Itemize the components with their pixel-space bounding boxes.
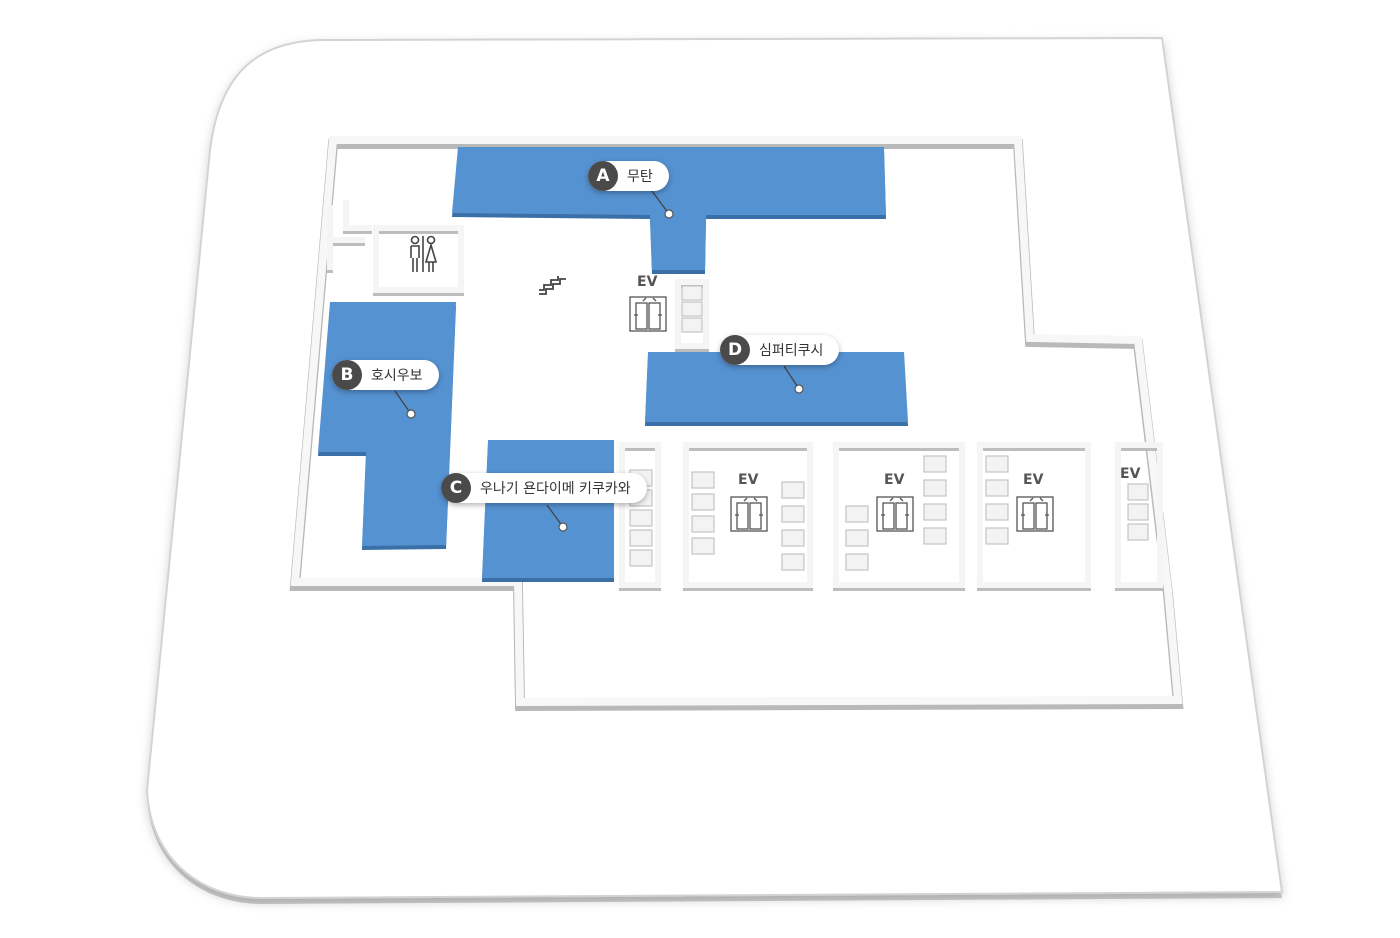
store-name: 우나기 욘다이메 키쿠카와 [480,481,631,497]
store-area-c[interactable] [482,440,614,582]
elevator-label: EV [637,274,658,290]
pin-dot-c [558,522,568,532]
store-letter-badge: C [441,473,471,503]
store-letter-badge: A [588,161,618,191]
store-name: 무탄 [627,169,653,185]
store-label-c[interactable]: C 우나기 욘다이메 키쿠카와 [441,473,647,503]
restroom-icon [410,235,438,272]
elevator-label: EV [1120,466,1141,482]
store-letter-badge: D [720,335,750,365]
store-letter-badge: B [332,360,362,390]
store-label-a[interactable]: A 무탄 [588,161,669,191]
interior-walls [327,200,1163,591]
store-name: 호시우보 [371,368,423,384]
elevator-icons [629,296,1054,532]
elevator-label: EV [884,472,905,488]
elevator-icon [1016,496,1054,532]
elevator-icon [876,496,914,532]
store-area-d[interactable] [645,352,908,426]
seating-blocks [629,285,1149,571]
elevator-icon [730,496,768,532]
stairs-icon [539,276,566,295]
pin-dot-a [664,209,674,219]
store-name: 심퍼티쿠시 [759,343,824,359]
store-label-b[interactable]: B 호시우보 [332,360,439,390]
elevator-label: EV [1023,472,1044,488]
pin-dot-b [406,409,416,419]
pin-dots [406,209,804,532]
elevator-label: EV [738,472,759,488]
store-label-d[interactable]: D 심퍼티쿠시 [720,335,840,365]
elevator-icon [629,296,667,332]
pin-dot-d [794,384,804,394]
building-walls [289,136,1184,712]
